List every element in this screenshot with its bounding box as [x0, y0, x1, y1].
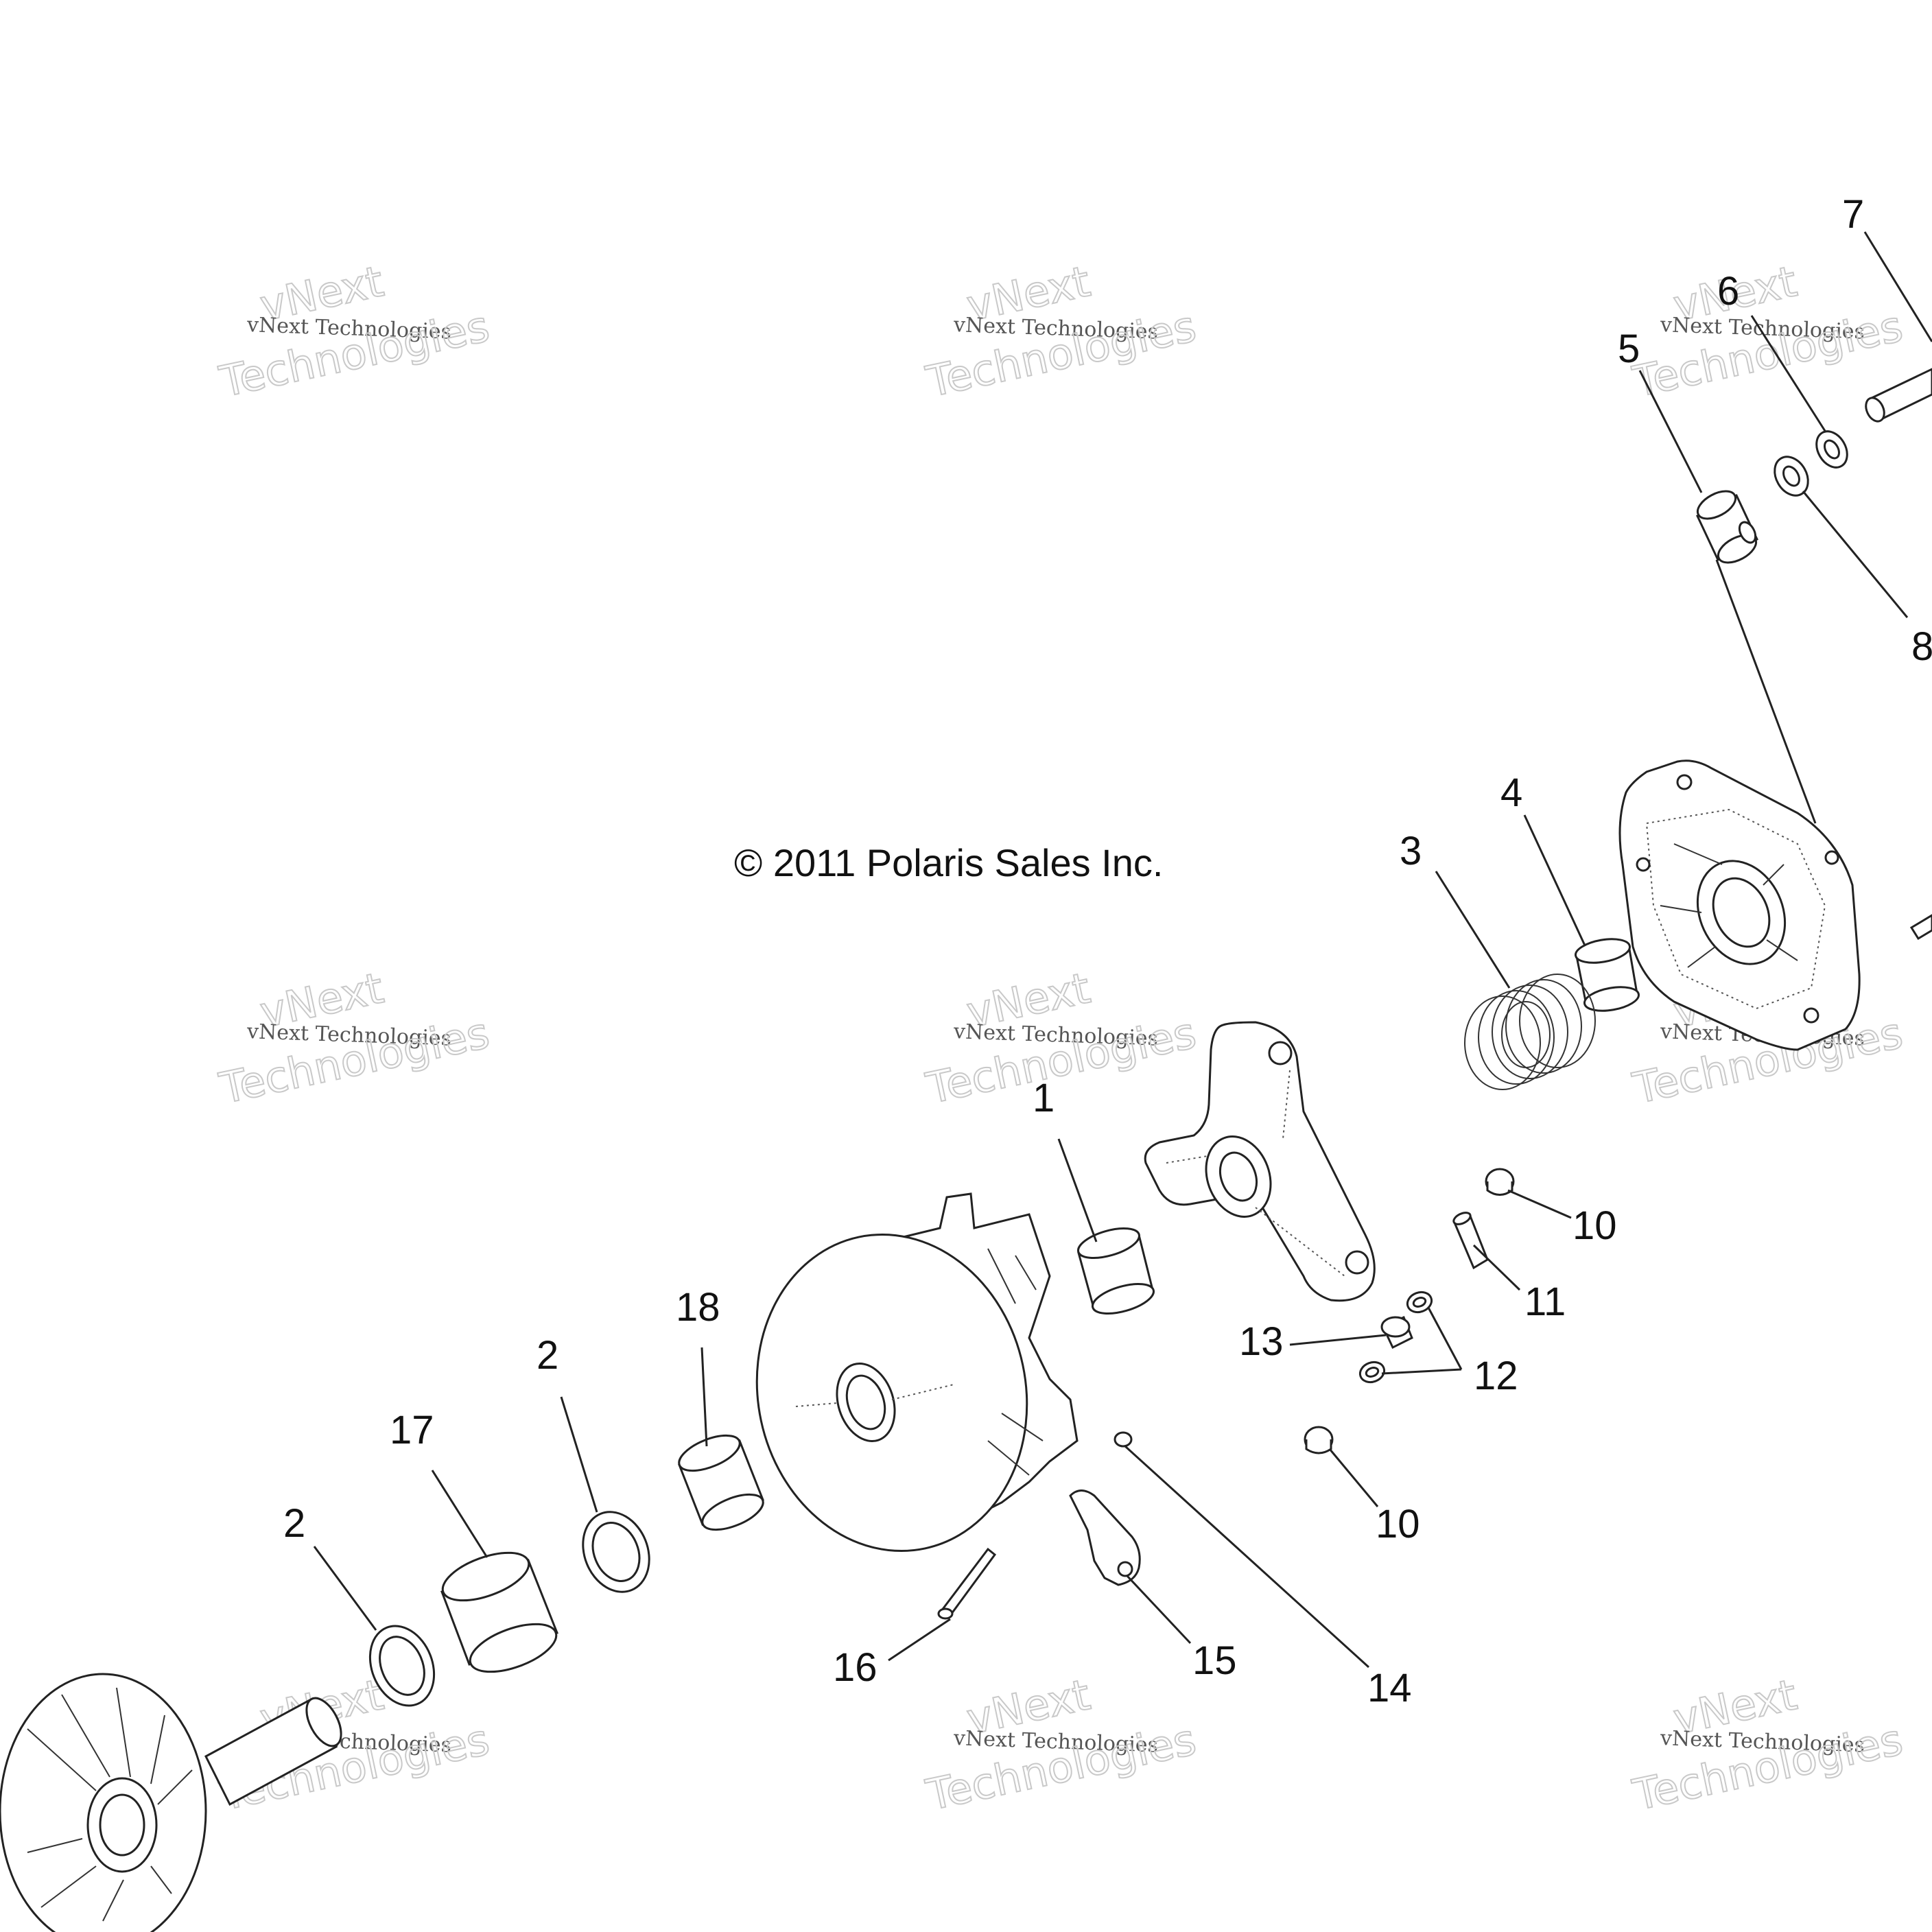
callout-10a: 10: [1572, 1203, 1617, 1248]
spider-arm: [1144, 1021, 1376, 1302]
callout-12: 12: [1474, 1354, 1518, 1398]
part-6-washer: [1815, 430, 1848, 469]
callout-10b: 10: [1376, 1502, 1420, 1546]
part-1-bushing: [1077, 1227, 1155, 1315]
fixed-sheave: [0, 1673, 342, 1932]
callout-2b: 2: [283, 1501, 305, 1546]
part-10-cap-lower: [1304, 1426, 1334, 1454]
cover-housing: [1618, 759, 1861, 1051]
callout-3: 3: [1400, 829, 1422, 873]
callout-17: 17: [390, 1408, 434, 1452]
leader-lines: [313, 231, 1932, 1669]
part-12-washers: [1358, 1291, 1433, 1384]
copyright-notice: © 2011 Polaris Sales Inc.: [734, 841, 1163, 884]
part-16-bolt: [937, 1547, 997, 1620]
callout-1: 1: [1033, 1076, 1055, 1120]
part-15-weight: [1069, 1489, 1141, 1586]
part-11-pin: [1452, 1212, 1489, 1270]
callout-13: 13: [1239, 1319, 1284, 1364]
callout-15: 15: [1192, 1638, 1237, 1683]
part-7-pin: [1865, 368, 1932, 423]
callout-8: 8: [1911, 624, 1932, 669]
callout-7: 7: [1842, 192, 1864, 237]
callout-6: 6: [1717, 269, 1739, 314]
callout-2a: 2: [537, 1333, 558, 1378]
part-5-bushing: [1696, 490, 1758, 564]
part-4-bushing: [1575, 938, 1640, 1012]
callout-11: 11: [1524, 1280, 1566, 1324]
part-18-bushing: [678, 1434, 764, 1531]
callout-14: 14: [1367, 1666, 1412, 1710]
moveable-sheave: [755, 1192, 1079, 1553]
part-3-spring: [1464, 974, 1596, 1090]
part-2-washer-lower: [368, 1625, 436, 1707]
callout-labels: 1 2 2 3 4 5 6 7 8 10 10 11 12 13 14 15 1…: [283, 192, 1932, 1710]
callout-5: 5: [1618, 327, 1640, 371]
pin-right-edge: [1909, 914, 1932, 941]
part-17-bushing: [440, 1551, 558, 1673]
callout-18: 18: [676, 1285, 720, 1330]
part-2-washer-upper: [582, 1511, 650, 1593]
part-14-nut: [1114, 1431, 1133, 1448]
callout-4: 4: [1500, 770, 1522, 815]
part-10-cap-upper: [1485, 1168, 1515, 1196]
part-8-washer: [1774, 456, 1809, 497]
callout-16: 16: [833, 1645, 877, 1690]
part-13-roller: [1380, 1315, 1413, 1350]
